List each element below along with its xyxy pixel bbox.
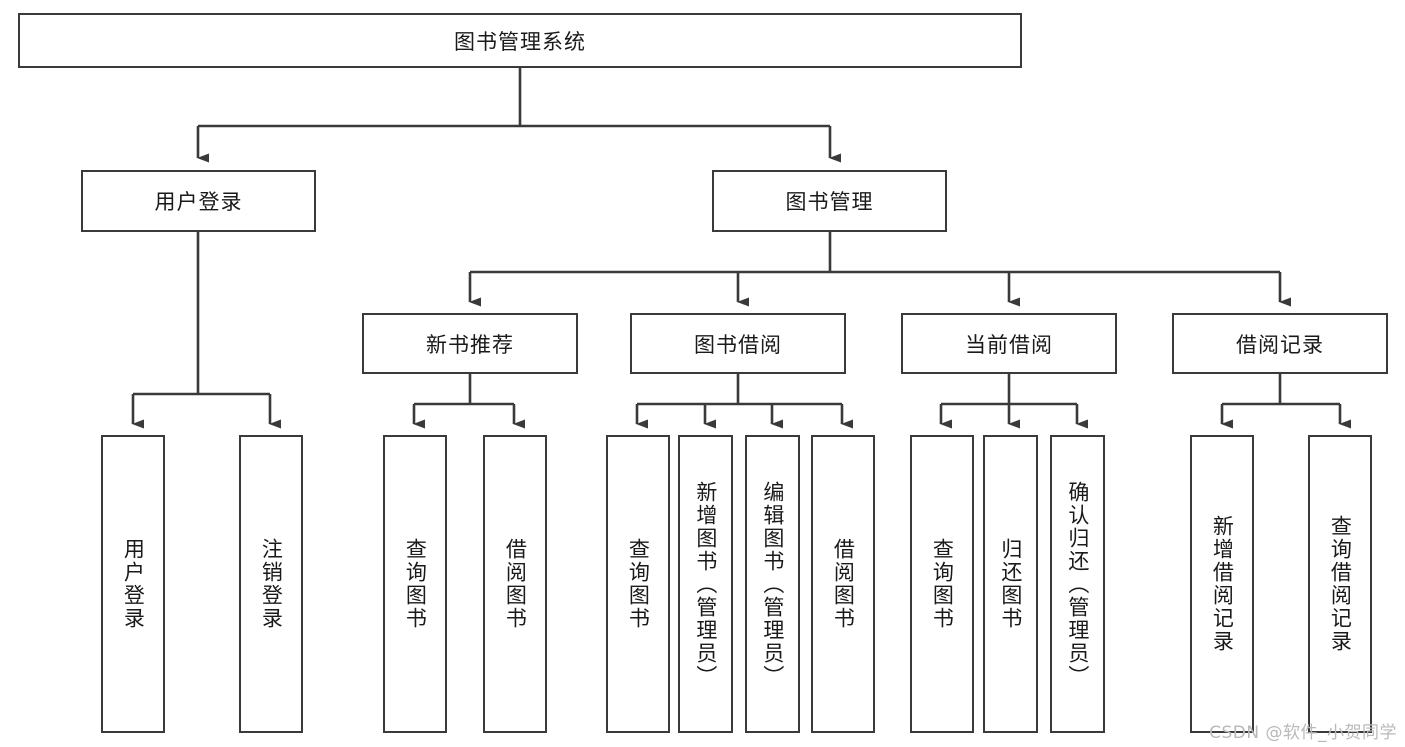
node-leaf-edit-book[interactable]: 编辑图书（管理员） (745, 435, 800, 733)
node-new-book-recommend[interactable]: 新书推荐 (362, 313, 578, 374)
node-leaf-add-record[interactable]: 新增借阅记录 (1190, 435, 1254, 733)
node-user-login[interactable]: 用户登录 (81, 170, 316, 232)
node-leaf-add-record-label: 新增借阅记录 (1210, 515, 1235, 653)
node-leaf-query-book-2-label: 查询图书 (626, 538, 651, 630)
node-book-management-label: 图书管理 (785, 190, 874, 214)
node-borrow-record[interactable]: 借阅记录 (1172, 313, 1388, 374)
node-leaf-logout[interactable]: 注销登录 (239, 435, 303, 733)
node-root-label: 图书管理系统 (454, 29, 586, 54)
node-leaf-query-book-1-label: 查询图书 (403, 538, 428, 630)
node-leaf-user-login-label: 用户登录 (121, 538, 146, 630)
node-leaf-add-book-label: 新增图书（管理员） (693, 480, 718, 688)
node-leaf-query-book-2[interactable]: 查询图书 (606, 435, 670, 733)
node-leaf-query-record-label: 查询借阅记录 (1328, 515, 1353, 653)
node-leaf-return-book-label: 归还图书 (998, 538, 1023, 630)
node-leaf-edit-book-label: 编辑图书（管理员） (760, 480, 785, 688)
node-leaf-confirm-return-label: 确认归还（管理员） (1065, 480, 1090, 688)
node-leaf-borrow-book-1-label: 借阅图书 (503, 538, 528, 630)
node-leaf-borrow-book-1[interactable]: 借阅图书 (483, 435, 547, 733)
node-leaf-query-record[interactable]: 查询借阅记录 (1308, 435, 1372, 733)
node-current-borrow-label: 当前借阅 (965, 332, 1053, 357)
node-borrow-record-label: 借阅记录 (1236, 332, 1324, 357)
node-new-book-recommend-label: 新书推荐 (426, 332, 514, 357)
node-leaf-query-book-1[interactable]: 查询图书 (383, 435, 447, 733)
node-leaf-borrow-book-2-label: 借阅图书 (831, 538, 856, 630)
node-leaf-query-book-3[interactable]: 查询图书 (910, 435, 974, 733)
node-user-login-label: 用户登录 (154, 190, 243, 214)
node-leaf-user-login[interactable]: 用户登录 (101, 435, 165, 733)
node-root[interactable]: 图书管理系统 (18, 13, 1022, 68)
node-leaf-query-book-3-label: 查询图书 (930, 538, 955, 630)
node-leaf-confirm-return[interactable]: 确认归还（管理员） (1050, 435, 1105, 733)
node-book-borrow[interactable]: 图书借阅 (630, 313, 846, 374)
node-leaf-logout-label: 注销登录 (259, 538, 284, 630)
node-book-borrow-label: 图书借阅 (694, 332, 782, 357)
node-current-borrow[interactable]: 当前借阅 (901, 313, 1117, 374)
node-leaf-return-book[interactable]: 归还图书 (983, 435, 1038, 733)
node-leaf-borrow-book-2[interactable]: 借阅图书 (811, 435, 875, 733)
node-leaf-add-book[interactable]: 新增图书（管理员） (678, 435, 733, 733)
csdn-watermark: CSDN @软件_小贺同学 (1209, 723, 1397, 743)
node-book-management[interactable]: 图书管理 (712, 170, 947, 232)
